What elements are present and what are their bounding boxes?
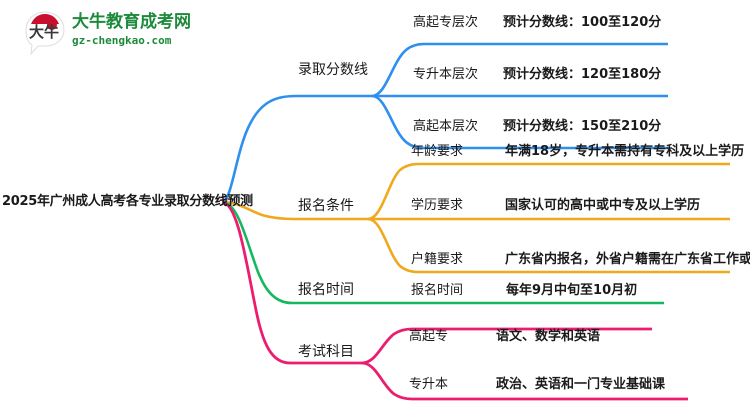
leaf-label-1-1[interactable]: 学历要求 [411,198,464,213]
leaf-value-2-0[interactable]: 每年9月中旬至10月初 [506,283,638,298]
leaf-value-0-2[interactable]: 预计分数线：150至210分 [503,119,662,134]
root-to-branch-line-0 [221,94,297,204]
leaf-label-1-2[interactable]: 户籍要求 [411,252,464,267]
logo-subtitle: gz-chengkao.com [72,34,172,47]
leaf-value-3-0[interactable]: 语文、数学和英语 [496,329,601,344]
leaf-value-3-1[interactable]: 政治、英语和一门专业基础课 [496,377,666,392]
logo-mark-icon: 大牛 [25,11,65,56]
leaf-value-0-1[interactable]: 预计分数线：120至180分 [503,67,662,82]
leaf-label-0-0[interactable]: 高起专层次 [413,15,479,30]
branch-node-2[interactable]: 报名时间 [298,282,354,298]
leaf-value-0-0[interactable]: 预计分数线：100至120分 [503,15,662,30]
leaf-value-1-1[interactable]: 国家认可的高中或中专及以上学历 [505,198,701,213]
mindmap-root-node[interactable]: 2025年广州成人高考各专业录取分数线预测 [2,194,253,209]
leaf-value-1-0[interactable]: 年满18岁，专升本需持有专科及以上学历 [505,144,745,159]
leaf-label-1-0[interactable]: 年龄要求 [411,144,464,159]
leaf-value-1-2[interactable]: 广东省内报名，外省户籍需在广东省工作或居住 [505,252,750,267]
root-to-branch-line-3 [221,200,291,365]
branch-node-0[interactable]: 录取分数线 [298,62,368,78]
leaf-label-3-0[interactable]: 高起专 [409,329,449,344]
leaf-label-0-2[interactable]: 高起本层次 [413,119,479,134]
root-to-branch-line-2 [221,200,293,305]
leaf-label-0-1[interactable]: 专升本层次 [413,67,479,82]
branch-node-1[interactable]: 报名条件 [298,198,354,214]
svg-text:大牛: 大牛 [29,23,59,41]
site-logo: 大牛 大牛教育成考网 gz-chengkao.com [18,8,191,60]
branch-node-3[interactable]: 考试科目 [298,344,354,360]
leaf-label-3-1[interactable]: 专升本 [409,377,449,392]
logo-title: 大牛教育成考网 [72,12,191,32]
leaf-label-2-0[interactable]: 报名时间 [411,283,464,298]
